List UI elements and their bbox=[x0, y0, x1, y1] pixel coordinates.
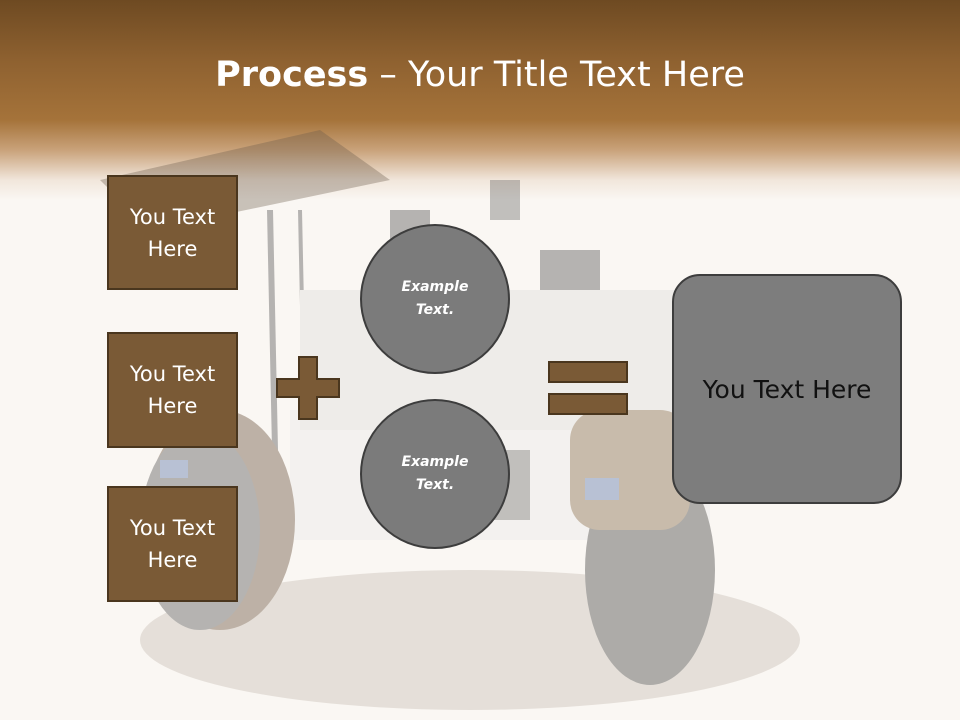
equals-icon bbox=[548, 361, 628, 415]
example-circle-2-label: Example Text. bbox=[401, 454, 469, 493]
title-rest: Your Title Text Here bbox=[407, 55, 745, 95]
plus-icon bbox=[276, 356, 340, 420]
text-box-1: You Text Here bbox=[107, 175, 238, 290]
title-dash: – bbox=[368, 55, 408, 95]
text-box-2: You Text Here bbox=[107, 332, 238, 448]
example-circle-1: Example Text. bbox=[360, 224, 510, 374]
example-circle-1-label: Example Text. bbox=[401, 279, 469, 318]
text-box-2-label: You Text Here bbox=[129, 362, 216, 418]
header-band bbox=[0, 0, 960, 200]
example-circle-2: Example Text. bbox=[360, 399, 510, 549]
result-box: You Text Here bbox=[672, 274, 902, 504]
text-box-1-label: You Text Here bbox=[129, 204, 216, 261]
text-box-3-label: You Text Here bbox=[129, 516, 216, 572]
title-bold: Process bbox=[215, 55, 369, 95]
text-box-3: You Text Here bbox=[107, 486, 238, 602]
slide-title: Process – Your Title Text Here bbox=[0, 52, 960, 98]
result-box-label: You Text Here bbox=[702, 374, 872, 404]
